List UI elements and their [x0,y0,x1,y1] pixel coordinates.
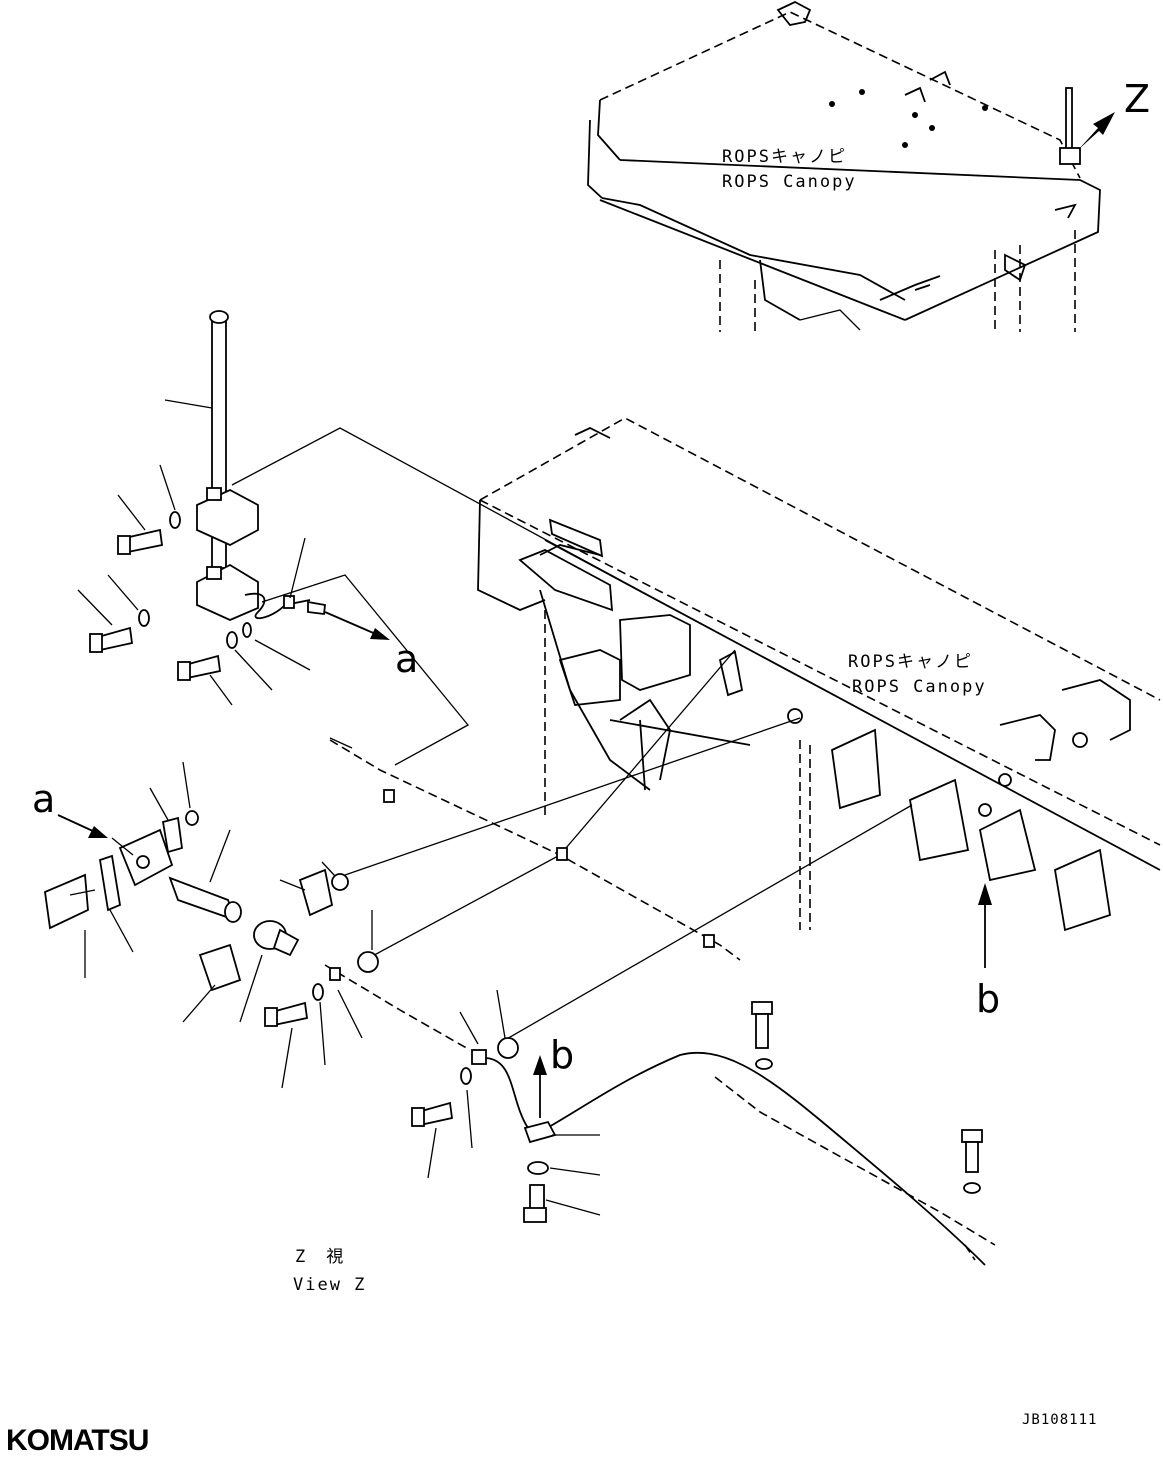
canopy-frame [477,417,1161,932]
top-canopy-label-ja: ROPSキャノピ [722,147,847,167]
antenna-assembly: a [77,310,418,706]
ref-a-right: a [395,637,418,681]
leader-lines: b [231,427,1000,1041]
arrow-a-left-icon [88,826,108,838]
z-arrow-icon [1078,112,1115,150]
arrow-b-bottom-icon [533,1055,547,1075]
spare-bolts [751,1001,983,1194]
drawing-code: JB108111 [1022,1412,1097,1428]
arrow-a-icon [370,628,390,640]
view-z-label-ja: Z 視 [295,1247,345,1267]
main-canopy-label-ja: ROPSキャノピ [848,652,973,672]
ref-a-left: a [32,777,55,821]
ref-b-right: b [976,977,1000,1021]
ref-b-bottom: b [550,1033,574,1077]
arrow-b-right-icon [978,883,992,905]
rops-canopy-overview: Z ROPSキャノピ ROPS Canopy [587,0,1150,332]
view-z-label-en: View Z [293,1275,366,1295]
main-canopy-label-en: ROPS Canopy [852,677,987,697]
z-label: Z [1124,77,1150,121]
brand-logo: KOMATSU [6,1424,148,1457]
lower-left-parts: a [32,761,601,1223]
top-canopy-label-en: ROPS Canopy [722,172,857,192]
cable-harness [324,737,996,1266]
